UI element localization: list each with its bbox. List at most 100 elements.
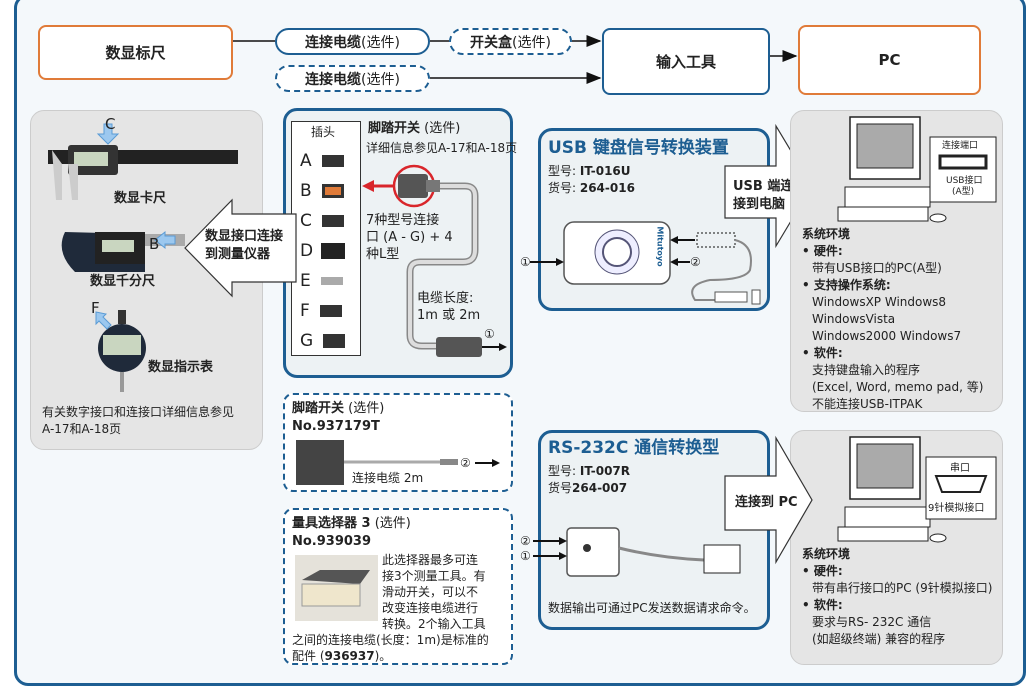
plug-letter: C bbox=[300, 211, 312, 231]
plug-image bbox=[321, 184, 344, 198]
rs232-arrow-text: 连接到 PC bbox=[735, 495, 798, 510]
caliper-port-letter: C bbox=[105, 115, 116, 133]
rs232-input-2: ② bbox=[520, 534, 531, 548]
usb-device-illustration bbox=[530, 221, 761, 305]
plug-item: E bbox=[300, 266, 355, 296]
brand-logo: Mitutoyo bbox=[655, 226, 665, 267]
selector-desc-7: 配件 (936937)。 bbox=[292, 648, 391, 665]
title-text: 脚踏开关 bbox=[292, 401, 345, 416]
rs232-input-1: ① bbox=[520, 549, 531, 563]
micrometer-port-letter: B bbox=[149, 235, 160, 253]
plug-item: B bbox=[300, 176, 355, 206]
selector-number: No.939039 bbox=[292, 534, 372, 549]
usb-model: 型号: IT-016U bbox=[548, 163, 631, 180]
plug-types-1: 7种型号连接 bbox=[366, 213, 440, 228]
instrument-illustrations bbox=[48, 123, 238, 392]
desc-text: )。 bbox=[374, 649, 392, 663]
plug-item: A bbox=[300, 146, 355, 176]
code-value: 264-016 bbox=[579, 181, 635, 195]
selector-desc-6: 之间的连接电缆(长度：1m)是标准的 bbox=[292, 633, 489, 647]
title-text: 脚踏开关 bbox=[368, 121, 421, 136]
os-heading: • 支持操作系统: bbox=[802, 278, 891, 292]
arrow-text-1: 数显接口连接 bbox=[205, 229, 284, 244]
code-value: 264-007 bbox=[572, 481, 628, 495]
plug-item: G bbox=[300, 326, 355, 356]
pc-illustration-1 bbox=[837, 116, 997, 223]
instruments-note-1: 有关数字接口和连接口详细信息参见 bbox=[42, 405, 235, 419]
plug-letter: G bbox=[300, 331, 314, 351]
plug-items: A B C D E F G bbox=[300, 146, 355, 356]
selector-description: 此选择器最多可连接3个测量工具。有滑动开关，可以不改变连接电缆进行转换。2个输入… bbox=[382, 552, 486, 632]
cable-option-1: 连接电缆 (选件) bbox=[275, 28, 430, 55]
foot-switch-2-cable: 连接电缆 2m bbox=[352, 471, 424, 485]
rs232-code: 货号264-007 bbox=[548, 480, 627, 497]
plug-title: 插头 bbox=[311, 125, 336, 139]
selector-illustration bbox=[295, 555, 378, 621]
desc-line: 改变连接电缆进行 bbox=[382, 601, 479, 615]
pc2-system-requirements: 系统环境 • 硬件: 带有串行接口的PC (9针模拟接口) • 软件: 要求与R… bbox=[802, 546, 992, 648]
pc1-system-requirements: 系统环境 • 硬件: 带有USB接口的PC(A型) • 支持操作系统: Wind… bbox=[802, 226, 983, 413]
option-label: (选件) bbox=[344, 401, 385, 416]
plug-image bbox=[319, 305, 342, 317]
plug-image bbox=[321, 243, 346, 259]
desc-line: 转换。2个输入工具 bbox=[382, 617, 486, 631]
cable-length-label: 电缆长度: bbox=[417, 291, 474, 306]
rs232-note: 数据输出可通过PC发送数据请求命令。 bbox=[548, 601, 756, 615]
model-label: 型号: bbox=[548, 464, 580, 478]
os-line: WindowsVista bbox=[812, 312, 896, 326]
plug-types-2: 口 (A - G) + 4 bbox=[366, 230, 453, 245]
indicator-label: 数显指示表 bbox=[148, 360, 214, 375]
option-label: (选件) bbox=[512, 34, 551, 51]
sw-heading: • 软件: bbox=[802, 598, 843, 612]
switch-box-option: 开关盒 (选件) bbox=[449, 28, 572, 55]
rs232-arrow bbox=[724, 435, 813, 565]
output-marker-1: ① bbox=[484, 327, 495, 341]
big-arrow-left bbox=[184, 198, 297, 298]
rs232-device-illustration bbox=[533, 527, 741, 577]
plug-item: C bbox=[300, 206, 355, 236]
foot-switch-2-illustration bbox=[296, 440, 500, 485]
desc-line: 滑动开关，可以不 bbox=[382, 585, 479, 599]
usb-port-name: USB接口 bbox=[946, 176, 983, 186]
cable-label: 连接电缆 bbox=[305, 34, 362, 51]
serial-port-title: 串口 bbox=[950, 463, 970, 474]
cable-label: 连接电缆 bbox=[305, 71, 362, 88]
title-text: 量具选择器 3 bbox=[292, 516, 371, 531]
digital-scale-box: 数显标尺 bbox=[38, 25, 233, 80]
sw-line: (如超级终端) 兼容的程序 bbox=[812, 632, 946, 646]
rs232-model: 型号: IT-007R bbox=[548, 463, 630, 480]
plug-letter: D bbox=[300, 241, 314, 261]
pc-illustration-2 bbox=[837, 436, 997, 543]
desc-line: 接3个测量工具。有 bbox=[382, 569, 486, 583]
plug-letter: A bbox=[300, 151, 312, 171]
plug-image bbox=[323, 334, 346, 348]
hw-text: 带有USB接口的PC(A型) bbox=[812, 261, 942, 275]
indicator-port-letter: F bbox=[91, 299, 100, 317]
cable-option-2: 连接电缆(选件) bbox=[275, 65, 430, 92]
plug-image bbox=[321, 215, 344, 227]
cable-length-value: 1m 或 2m bbox=[417, 308, 481, 323]
foot-switch-detail: 详细信息参见A-17和A-18页 bbox=[366, 141, 518, 155]
plug-item: D bbox=[300, 236, 355, 266]
serial-port-name: 9针模拟接口 bbox=[928, 503, 985, 514]
pc-box: PC bbox=[798, 25, 981, 95]
micrometer-label: 数显千分尺 bbox=[90, 274, 156, 289]
arrow-text-2: 到测量仪器 bbox=[205, 247, 271, 262]
instruments-note-2: A-17和A-18页 bbox=[42, 422, 122, 436]
sw-heading: • 软件: bbox=[802, 346, 843, 360]
model-value: IT-016U bbox=[579, 164, 631, 178]
foot-switch-2-title: 脚踏开关 (选件) bbox=[292, 400, 384, 417]
usb-title: USB 键盘信号转换装置 bbox=[548, 138, 729, 158]
input-tool-box: 输入工具 bbox=[602, 28, 770, 95]
plug-letter: F bbox=[300, 301, 310, 321]
usb-code: 货号: 264-016 bbox=[548, 180, 635, 197]
usb-input-1: ① bbox=[520, 255, 531, 269]
caliper-label: 数显卡尺 bbox=[114, 191, 167, 206]
sw-line: 不能连接USB-ITPAK bbox=[812, 397, 923, 411]
sw-line: 支持键盘输入的程序 bbox=[812, 363, 921, 377]
option-label: (选件) bbox=[361, 34, 400, 51]
hw-heading: • 硬件: bbox=[802, 244, 843, 258]
desc-text: 配件 ( bbox=[292, 649, 325, 663]
foot-switch-title: 脚踏开关 (选件) bbox=[368, 120, 460, 137]
sw-line: (Excel, Word, memo pad, 等) bbox=[812, 380, 984, 394]
